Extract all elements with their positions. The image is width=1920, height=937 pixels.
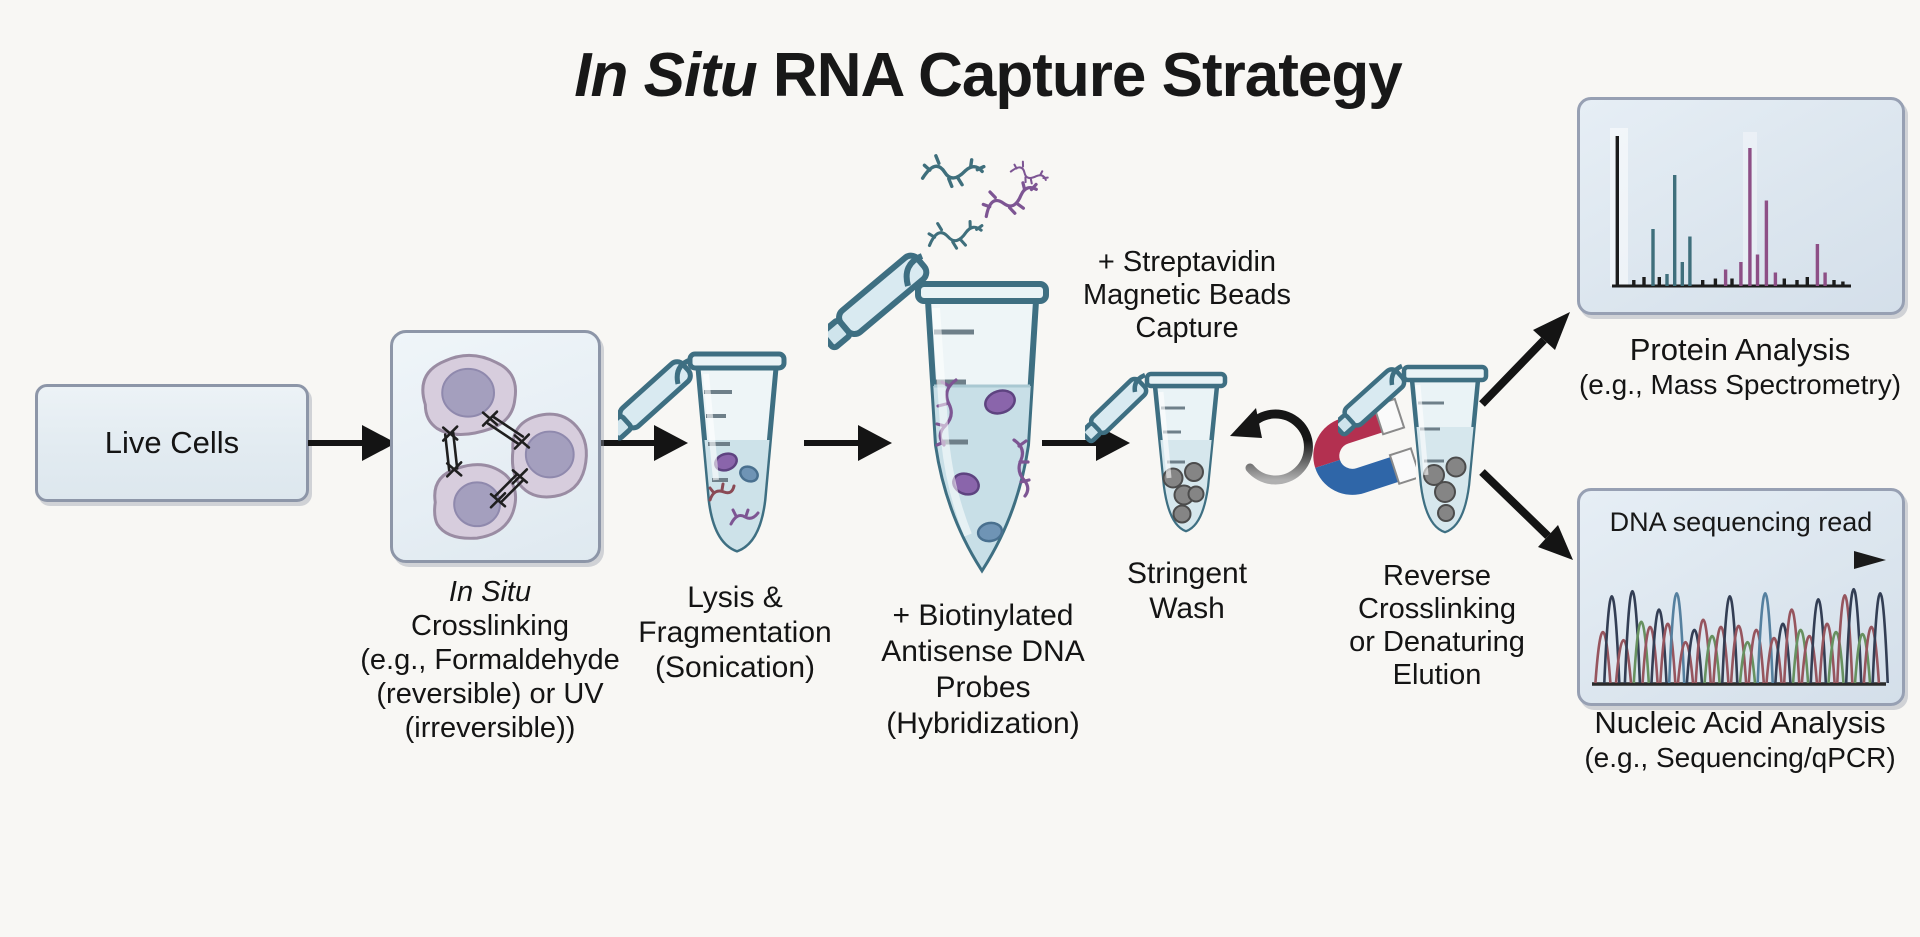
capture-label: + Streptavidin Magnetic Beads Capture (1083, 246, 1291, 344)
wash-label: Stringent Wash (1126, 557, 1248, 625)
wash-cycle-arrow-icon (1230, 408, 1313, 485)
protein-analysis-panel (1577, 97, 1905, 315)
elution-tube-icon (1338, 363, 1489, 534)
title-rest: RNA Capture Strategy (756, 41, 1403, 110)
dna-probe-icon (920, 151, 987, 193)
live-cells-box: Live Cells (35, 384, 309, 502)
protein-analysis-label: Protein Analysis (e.g., Mass Spectrometr… (1578, 332, 1902, 400)
capture-tube-icon (1085, 371, 1228, 533)
crosslinked-cells-icon (421, 353, 588, 540)
dna-probe-icon (978, 178, 1044, 222)
lysis-tube-icon (618, 351, 787, 553)
title-italic: In Situ (574, 41, 757, 110)
page-title: In Situ RNA Capture Strategy (56, 40, 1920, 111)
arrow-right-icon (600, 425, 688, 461)
dna-probe-icon (1008, 157, 1051, 192)
dna-read-label: DNA sequencing read (1609, 507, 1873, 537)
elution-label: Reverse Crosslinking or Denaturing Eluti… (1349, 560, 1525, 691)
sequencing-read-arrow-icon (1600, 551, 1886, 569)
nucleic-acid-label: Nucleic Acid Analysis (e.g., Sequencing/… (1584, 705, 1896, 773)
crosslinked-cells-box (390, 330, 601, 563)
arrow-up-right-icon (1479, 312, 1570, 407)
live-cells-label: Live Cells (104, 425, 240, 460)
lysis-label: Lysis & Fragmentation (Sonication) (638, 581, 832, 684)
hybridization-label: + Biotinylated Antisense DNA Probes (Hyb… (881, 599, 1085, 740)
dna-probe-icon (927, 219, 985, 251)
hybridization-tube-icon (828, 151, 1051, 574)
chromatogram-chart (1592, 587, 1889, 686)
arrow-right-icon (308, 425, 396, 461)
mass-spectrum-chart (1610, 128, 1851, 288)
arrow-down-right-icon (1479, 469, 1573, 560)
crosslinking-label: In Situ Crosslinking (e.g., Formaldehyde… (360, 576, 620, 744)
nucleic-acid-panel: DNA sequencing read (1577, 488, 1905, 706)
arrow-right-icon (804, 425, 892, 461)
